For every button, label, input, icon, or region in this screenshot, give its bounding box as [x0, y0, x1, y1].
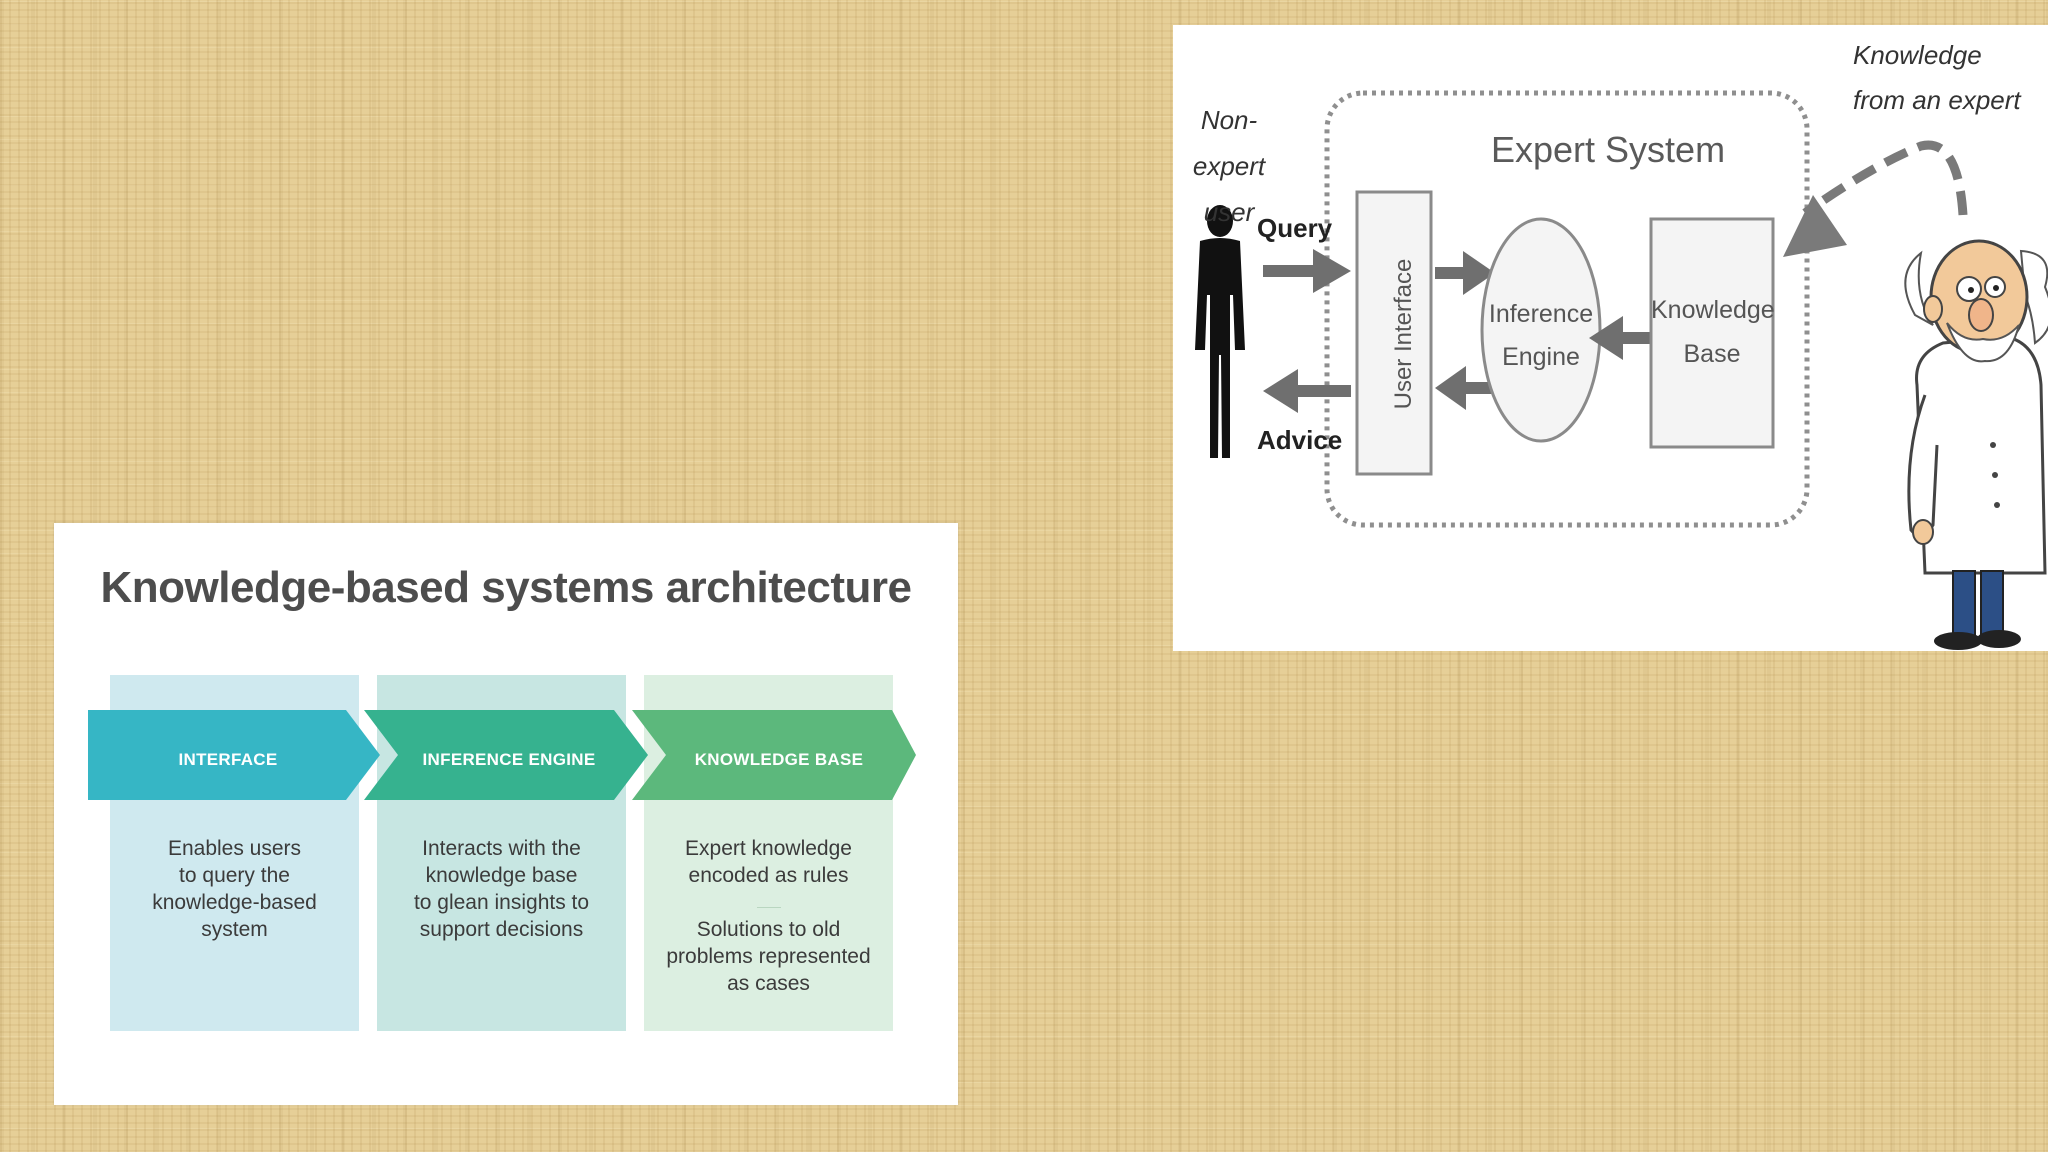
advice-label: Advice: [1257, 425, 1343, 455]
advice-arrow: [1263, 369, 1351, 413]
knowledge-base-arrow: [632, 710, 916, 800]
interface-arrow: [88, 710, 380, 800]
inference-engine-arrow: [364, 710, 648, 800]
inference-engine-label: Inference Engine: [1488, 300, 1594, 371]
knowledge-base-label: KNOWLEDGE BASE: [694, 750, 864, 769]
expert-arrow-head: [1783, 195, 1847, 257]
expert-system-panel: Expert System Non-expert user Query Advi…: [1173, 25, 2048, 651]
expert-figure-icon: [1904, 239, 2048, 650]
kbs-arrows: [88, 710, 916, 800]
inference-engine-label: INFERENCE ENGINE: [422, 750, 596, 769]
query-arrow: [1263, 249, 1351, 293]
interface-description: Enables users to query the knowledge-bas…: [152, 837, 317, 941]
ui-to-engine-arrow: [1435, 251, 1495, 295]
user-figure-icon: [1195, 205, 1245, 458]
kbs-title: Knowledge-based systems architecture: [100, 563, 912, 612]
knowledge-base-box: [1649, 217, 1775, 449]
inference-engine-description: Interacts with the knowledge base to gle…: [413, 837, 590, 941]
knowledge-base-description-2: Solutions to old problems represented as…: [666, 918, 871, 995]
description-separator: [756, 907, 781, 908]
user-interface-label: User Interface: [1390, 258, 1417, 410]
kb-to-engine-arrow: [1589, 316, 1651, 360]
kbs-architecture-panel: Knowledge-based systems architecture Ena…: [54, 523, 958, 1105]
expert-knowledge-arrow: [1802, 140, 1968, 217]
non-expert-user-label: Non-expert user: [1192, 105, 1266, 227]
interface-label: INTERFACE: [178, 750, 278, 769]
engine-to-ui-arrow: [1435, 366, 1493, 410]
expert-system-diagram: [1195, 90, 2048, 650]
knowledge-base-label: Knowledge Base: [1651, 296, 1775, 368]
inference-engine-circle: [1480, 217, 1602, 443]
user-interface-box: [1355, 190, 1433, 476]
knowledge-base-description: Expert knowledge encoded as rules: [685, 837, 852, 887]
expert-system-title: Expert System: [1491, 129, 1726, 170]
query-label: Query: [1257, 213, 1333, 243]
knowledge-from-expert-label: Knowledge from an expert: [1853, 40, 2021, 115]
